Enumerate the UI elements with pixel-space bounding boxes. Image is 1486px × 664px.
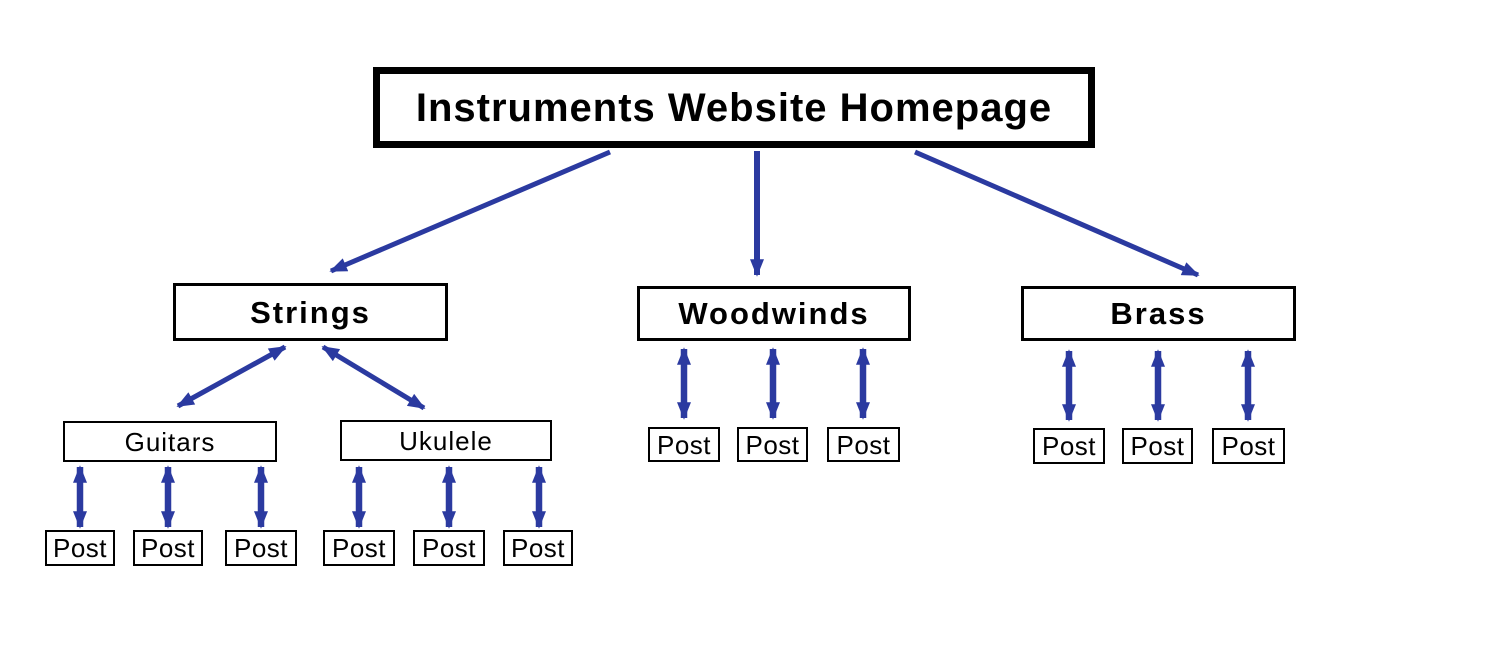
node-brass: Brass: [1021, 286, 1296, 341]
node-ukulele: Ukulele: [340, 420, 552, 461]
node-post-woodwinds-1: Post: [648, 427, 720, 462]
node-post-woodwinds-3: Post: [827, 427, 900, 462]
node-post-ukulele-1: Post: [323, 530, 395, 566]
node-post-brass-3: Post: [1212, 428, 1285, 464]
node-post-ukulele-3: Post: [503, 530, 573, 566]
node-guitars: Guitars: [63, 421, 277, 462]
node-post-guitars-3: Post: [225, 530, 297, 566]
arrow-strings-ukulele: [321, 344, 426, 411]
arrow-strings-guitars: [176, 344, 287, 409]
node-post-guitars-2: Post: [133, 530, 203, 566]
arrow-homepage-to-brass: [914, 149, 1200, 278]
node-post-guitars-1: Post: [45, 530, 115, 566]
node-post-brass-1: Post: [1033, 428, 1105, 464]
arrow-homepage-to-strings: [329, 149, 611, 274]
node-woodwinds: Woodwinds: [637, 286, 911, 341]
node-strings: Strings: [173, 283, 448, 341]
node-post-woodwinds-2: Post: [737, 427, 808, 462]
node-post-brass-2: Post: [1122, 428, 1193, 464]
node-homepage: Instruments Website Homepage: [373, 67, 1095, 148]
node-post-ukulele-2: Post: [413, 530, 485, 566]
